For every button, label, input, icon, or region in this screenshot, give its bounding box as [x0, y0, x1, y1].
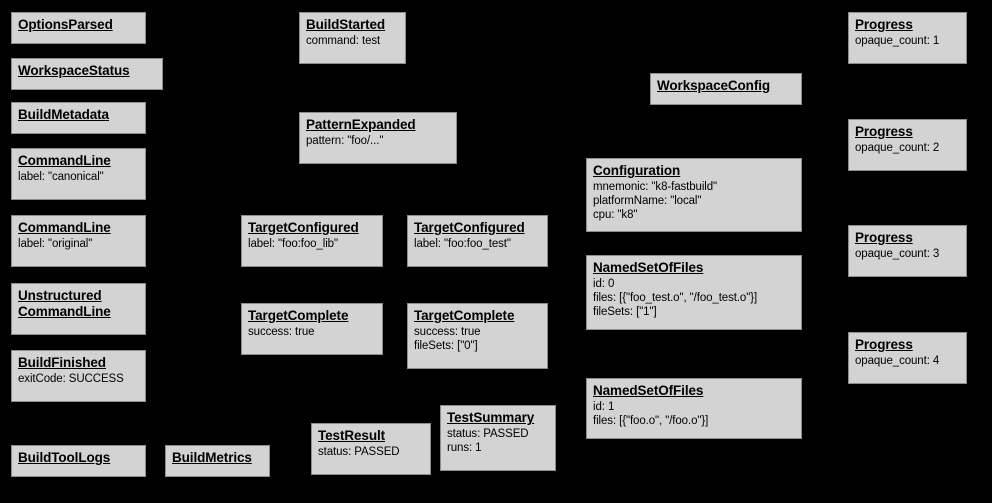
node-title: WorkspaceStatus	[18, 63, 130, 78]
node-title: TargetConfigured	[414, 220, 525, 235]
node-command-line-original[interactable]: CommandLine label: "original"	[11, 215, 146, 267]
node-title: NamedSetOfFiles	[593, 260, 704, 275]
node-title: TestResult	[318, 428, 386, 443]
node-field: fileSets: ["1"]	[593, 306, 657, 318]
node-fields: id: 1 files: [{"foo.o", "/foo.o"}]	[593, 400, 796, 428]
node-field: runs: 1	[447, 442, 482, 454]
node-title: TargetComplete	[248, 308, 349, 323]
node-target-configured-foo-test[interactable]: TargetConfigured label: "foo:foo_test"	[407, 215, 548, 267]
node-fields: label: "foo:foo_test"	[414, 237, 542, 251]
node-title: Progress	[855, 124, 913, 139]
node-fields: success: true	[248, 325, 377, 339]
node-field: mnemonic: "k8-fastbuild"	[593, 181, 718, 193]
node-build-finished[interactable]: BuildFinished exitCode: SUCCESS	[11, 350, 146, 402]
node-title: TargetConfigured	[248, 220, 359, 235]
node-title: PatternExpanded	[306, 117, 416, 132]
node-title: TargetComplete	[414, 308, 515, 323]
node-build-metadata[interactable]: BuildMetadata	[11, 102, 146, 134]
node-field: opaque_count: 1	[855, 35, 940, 47]
node-test-summary[interactable]: TestSummary status: PASSED runs: 1	[440, 405, 556, 471]
node-title: BuildMetadata	[18, 107, 109, 122]
node-progress-4[interactable]: Progress opaque_count: 4	[848, 332, 967, 384]
node-unstructured-command-line[interactable]: Unstructured CommandLine	[11, 283, 146, 335]
node-field: id: 0	[593, 278, 615, 290]
node-field: label: "original"	[18, 238, 93, 250]
node-title: Unstructured CommandLine	[18, 288, 111, 319]
node-fields: opaque_count: 4	[855, 354, 961, 368]
node-named-set-of-files-1[interactable]: NamedSetOfFiles id: 1 files: [{"foo.o", "/…	[586, 378, 802, 439]
node-target-complete-test[interactable]: TargetComplete success: true fileSets: ["0…	[407, 303, 548, 369]
node-field: label: "foo:foo_lib"	[248, 238, 338, 250]
node-fields: success: true fileSets: ["0"]	[414, 325, 542, 353]
node-title: WorkspaceConfig	[657, 78, 771, 93]
node-title: Progress	[855, 17, 913, 32]
node-configuration[interactable]: Configuration mnemonic: "k8-fastbuild" pla…	[586, 158, 802, 232]
node-build-started[interactable]: BuildStarted command: test	[299, 12, 406, 64]
node-fields: opaque_count: 2	[855, 141, 961, 155]
node-title: BuildToolLogs	[18, 450, 111, 465]
node-field: pattern: "foo/..."	[306, 135, 384, 147]
node-workspace-status[interactable]: WorkspaceStatus	[11, 58, 163, 90]
node-fields: status: PASSED	[318, 445, 425, 459]
node-fields: opaque_count: 3	[855, 247, 961, 261]
node-field: files: [{"foo.o", "/foo.o"}]	[593, 415, 709, 427]
node-field: command: test	[306, 35, 381, 47]
node-title: CommandLine	[18, 153, 111, 168]
node-fields: label: "original"	[18, 237, 140, 251]
node-fields: id: 0 files: [{"foo_test.o", "/foo_test.o…	[593, 277, 796, 319]
node-fields: pattern: "foo/..."	[306, 134, 451, 148]
node-title: BuildMetrics	[172, 450, 252, 465]
node-field: opaque_count: 4	[855, 355, 940, 367]
node-fields: command: test	[306, 34, 400, 48]
node-field: opaque_count: 2	[855, 142, 940, 154]
node-title: Configuration	[593, 163, 681, 178]
node-target-complete-lib[interactable]: TargetComplete success: true	[241, 303, 383, 355]
node-title: Progress	[855, 230, 913, 245]
node-title: BuildFinished	[18, 355, 106, 370]
node-command-line-canonical[interactable]: CommandLine label: "canonical"	[11, 148, 146, 200]
node-title: Progress	[855, 337, 913, 352]
node-fields: mnemonic: "k8-fastbuild" platformName: "l…	[593, 180, 796, 222]
node-title: BuildStarted	[306, 17, 386, 32]
node-field: status: PASSED	[447, 428, 529, 440]
node-field: success: true	[248, 326, 315, 338]
node-field: id: 1	[593, 401, 615, 413]
node-fields: opaque_count: 1	[855, 34, 961, 48]
node-pattern-expanded[interactable]: PatternExpanded pattern: "foo/..."	[299, 112, 457, 164]
node-fields: label: "canonical"	[18, 170, 140, 184]
node-title: OptionsParsed	[18, 17, 113, 32]
node-title: NamedSetOfFiles	[593, 383, 704, 398]
node-fields: exitCode: SUCCESS	[18, 372, 140, 386]
node-progress-2[interactable]: Progress opaque_count: 2	[848, 119, 967, 171]
node-workspace-config[interactable]: WorkspaceConfig	[650, 73, 802, 105]
node-field: files: [{"foo_test.o", "/foo_test.o"}]	[593, 292, 758, 304]
node-field: platformName: "local"	[593, 195, 702, 207]
node-build-tool-logs[interactable]: BuildToolLogs	[11, 445, 146, 477]
node-field: status: PASSED	[318, 446, 400, 458]
node-build-metrics[interactable]: BuildMetrics	[165, 445, 270, 477]
node-field: label: "canonical"	[18, 171, 104, 183]
node-fields: status: PASSED runs: 1	[447, 427, 550, 455]
node-field: opaque_count: 3	[855, 248, 940, 260]
node-field: success: true	[414, 326, 481, 338]
node-field: label: "foo:foo_test"	[414, 238, 511, 250]
node-title: TestSummary	[447, 410, 535, 425]
node-named-set-of-files-0[interactable]: NamedSetOfFiles id: 0 files: [{"foo_test.o…	[586, 255, 802, 330]
node-field: fileSets: ["0"]	[414, 340, 478, 352]
node-progress-1[interactable]: Progress opaque_count: 1	[848, 12, 967, 64]
node-test-result[interactable]: TestResult status: PASSED	[311, 423, 431, 475]
node-target-configured-foo-lib[interactable]: TargetConfigured label: "foo:foo_lib"	[241, 215, 383, 267]
node-title: CommandLine	[18, 220, 111, 235]
node-field: cpu: "k8"	[593, 209, 638, 221]
node-progress-3[interactable]: Progress opaque_count: 3	[848, 225, 967, 277]
node-options-parsed[interactable]: OptionsParsed	[11, 12, 146, 44]
node-field: exitCode: SUCCESS	[18, 373, 124, 385]
node-fields: label: "foo:foo_lib"	[248, 237, 377, 251]
